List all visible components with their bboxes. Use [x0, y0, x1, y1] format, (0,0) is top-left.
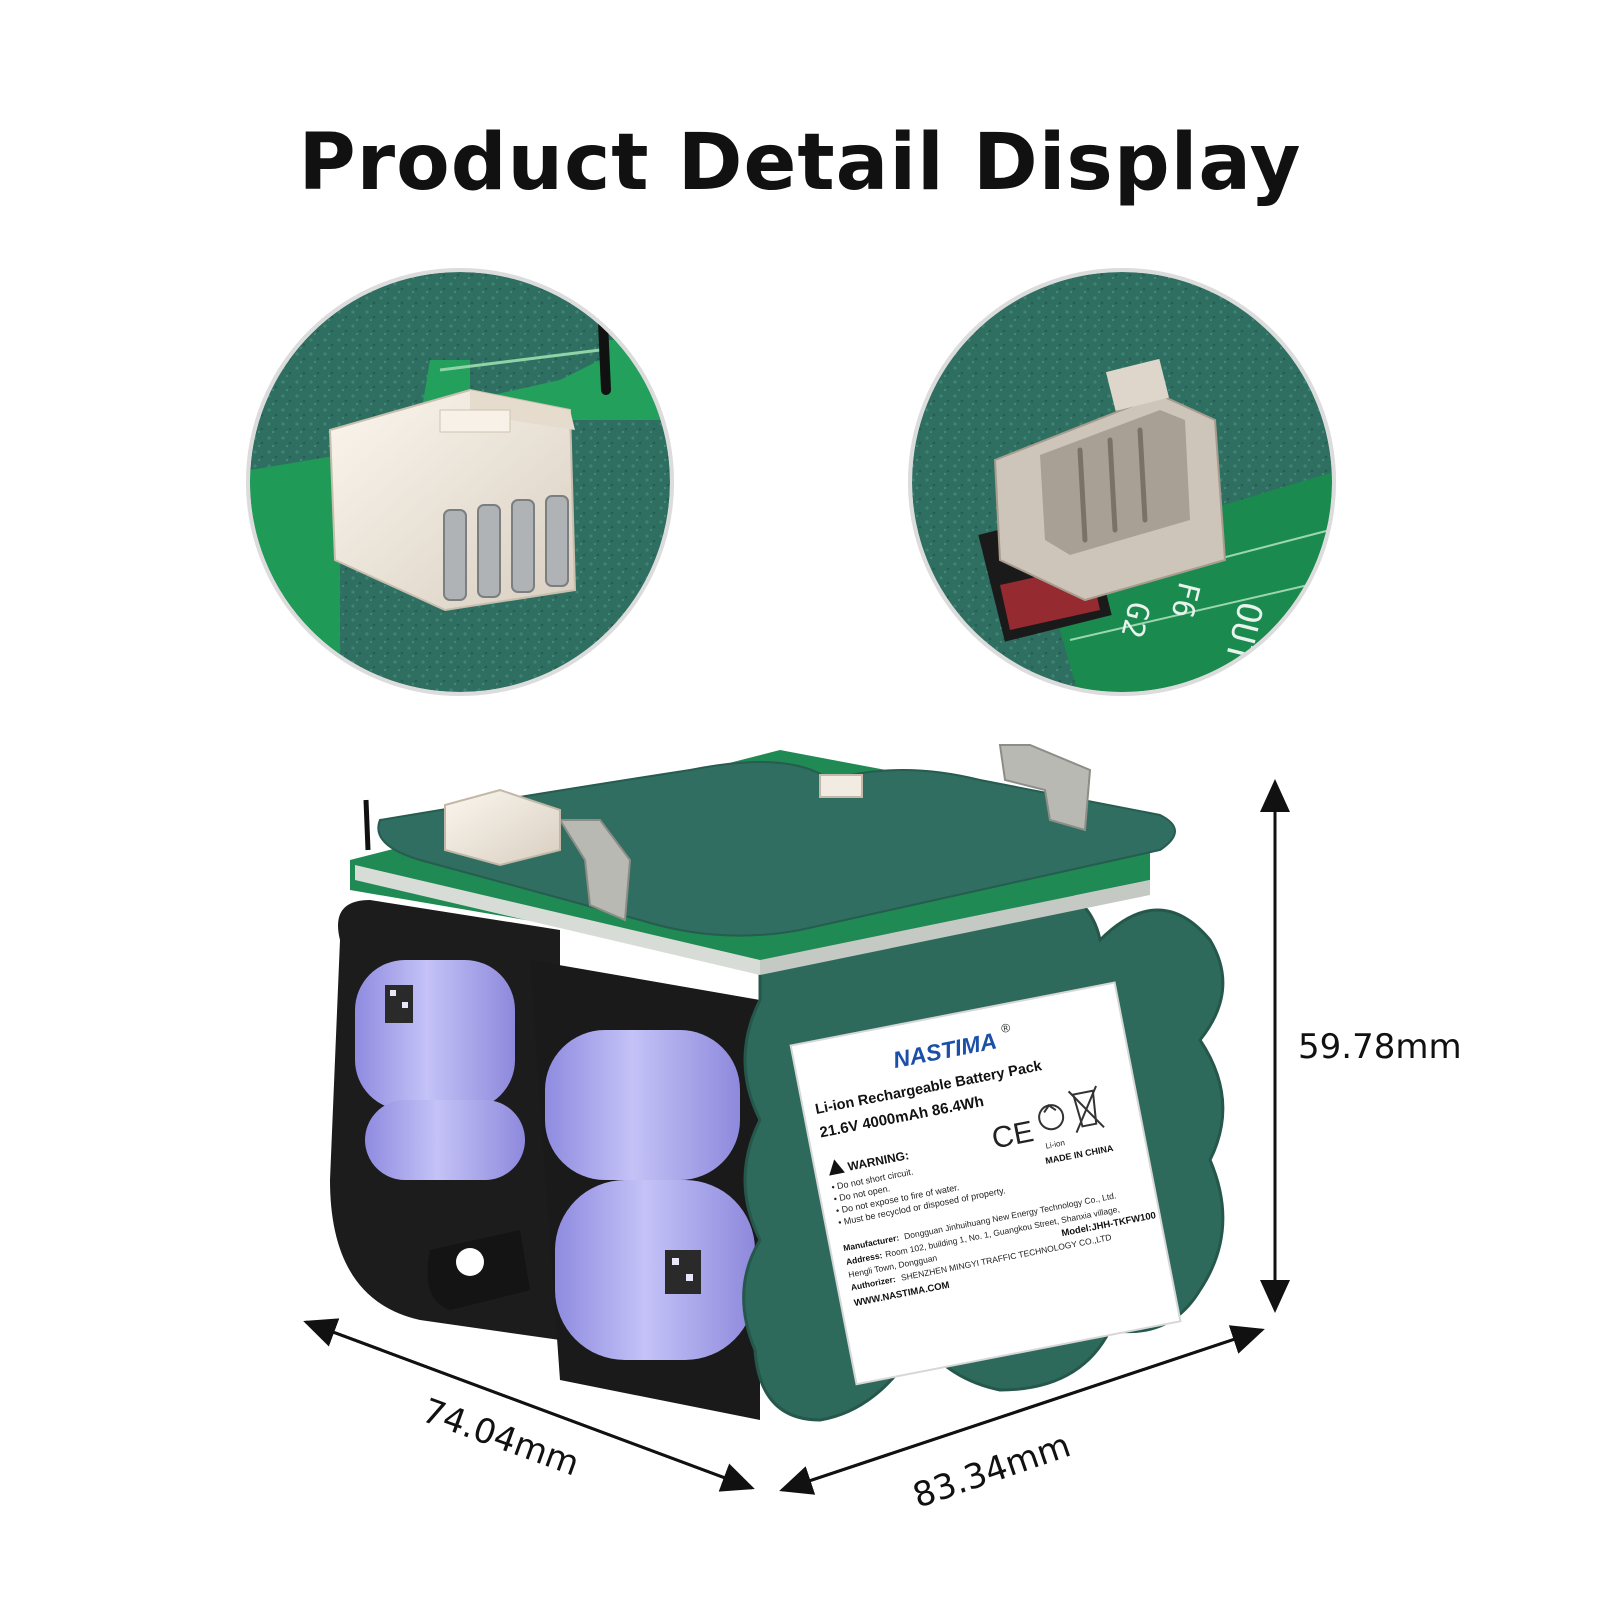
antenna-wire	[363, 799, 371, 851]
nickel-tab-left	[558, 819, 632, 922]
dimension-height: 59.78mm	[1260, 779, 1462, 1313]
pack-connector-small	[819, 774, 863, 798]
page-title: Product Detail Display	[298, 118, 1302, 208]
dimension-depth-label: 74.04mm	[417, 1391, 584, 1485]
product-label: NASTIMA ® Li-ion Rechargeable Battery Pa…	[789, 981, 1182, 1386]
label-liion: Li-ion	[1045, 1138, 1066, 1151]
zoom-left-connector	[246, 268, 674, 696]
zoom-right-connector: OUTY F6 G2	[908, 268, 1336, 696]
nickel-tab-right	[998, 744, 1092, 832]
silkscreen-g2: G2	[1113, 598, 1156, 642]
label-registered: ®	[1000, 1020, 1012, 1035]
silkscreen-f6: F6	[1163, 578, 1206, 622]
battery-pack: NASTIMA ® Li-ion Rechargeable Battery Pa…	[330, 744, 1225, 1422]
pack-connector-main	[444, 788, 561, 867]
fishpaper-sheet	[377, 761, 1176, 937]
qr-codes	[385, 985, 701, 1294]
dimension-height-label: 59.78mm	[1298, 1027, 1462, 1067]
wheelie-bin-icon	[1067, 1085, 1105, 1134]
recycle-icon	[1038, 1104, 1065, 1131]
ce-mark: CE	[989, 1115, 1036, 1155]
